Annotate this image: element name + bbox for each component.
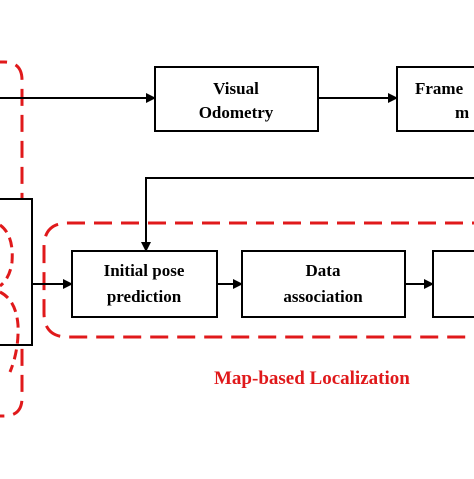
- map-based-localization-region: [42, 221, 474, 339]
- frame-box: Frame m: [396, 66, 474, 132]
- data-association-label-line2: association: [283, 287, 363, 306]
- visual-odometry-box: Visual Odometry: [154, 66, 319, 132]
- feedback-loop-arrow: [141, 177, 474, 252]
- frame-box-label-line2: m: [455, 103, 469, 122]
- left-inner-curve-bottom: [0, 290, 20, 373]
- visual-odometry-label-line1: Visual: [213, 79, 259, 98]
- initial-pose-label-line1: Initial pose: [104, 261, 185, 280]
- left-box: [0, 198, 33, 346]
- initial-pose-prediction-box: Initial pose prediction: [71, 250, 218, 318]
- data-association-box: Data association: [241, 250, 406, 318]
- data-association-label-line1: Data: [306, 261, 341, 280]
- frame-box-label-line1: Frame: [415, 79, 464, 98]
- next-step-box: [432, 250, 474, 318]
- map-based-localization-label: Map-based Localization: [214, 368, 410, 389]
- visual-odometry-label-line2: Odometry: [199, 103, 274, 122]
- initial-pose-label-line2: prediction: [107, 287, 182, 306]
- left-inner-curve-top: [0, 223, 14, 288]
